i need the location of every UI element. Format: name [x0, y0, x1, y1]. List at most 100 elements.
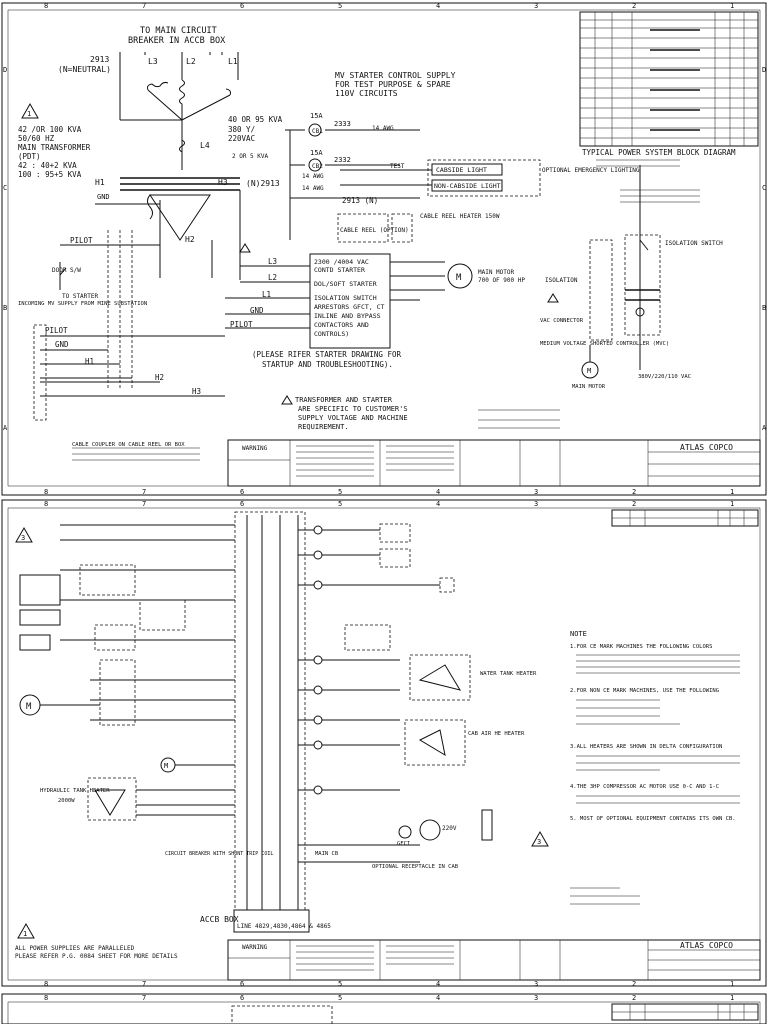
kva-note-2: 380 Y/: [228, 125, 255, 134]
border-num: 4: [436, 980, 440, 988]
border-num: 4: [436, 2, 440, 10]
compressor-motor-icon: M: [19, 694, 41, 716]
border-num: 2: [632, 2, 636, 10]
svg-text:3: 3: [537, 838, 541, 846]
mv-supply-1: MV STARTER CONTROL SUPPLY: [335, 71, 456, 80]
border-num: 5: [338, 500, 342, 508]
water-heater-icon: [409, 654, 471, 701]
svg-text:M: M: [456, 273, 462, 283]
to-starter: TO STARTER: [62, 293, 99, 300]
n-2913: (N)2913: [246, 179, 280, 188]
awg-14c: 14 AWG: [302, 185, 324, 192]
cab-heater-icon: [404, 719, 466, 766]
bd-medium-voltage: MEDIUM VOLTAGE SHORTED CONTROLLER (MVC): [540, 341, 669, 347]
bd-isolation-switch: ISOLATION SWITCH: [665, 240, 723, 247]
border-numbers-bottom-2: 8 7 6 5 4 3 2 1: [44, 980, 734, 988]
sheet-2: 8 7 6 5 4 3 2 1 8 7 6 5 4 3 2 1 3 ACCB B…: [1, 499, 767, 988]
block-diagram-title: TYPICAL POWER SYSTEM BLOCK DIAGRAM: [582, 148, 736, 157]
h2-top: H2: [185, 235, 195, 244]
gfci-label: GFCI: [397, 841, 410, 847]
svg-text:3: 3: [21, 534, 25, 542]
border-numbers-top: 8 7 6 5 4 3 2 1: [44, 2, 734, 10]
line-note: LINE 4829,4830,4864 & 4865: [237, 923, 331, 930]
starter-box-6: INLINE AND BYPASS: [314, 312, 381, 320]
starter-box-7: CONTACTORS AND: [314, 321, 369, 329]
v220-label: 220V: [442, 825, 457, 832]
border-letter: A: [762, 424, 767, 432]
refer-sheet: PLEASE REFER P.G. 0084 SHEET FOR MORE DE…: [15, 953, 178, 960]
amp-15a-2: 15A: [310, 149, 323, 157]
main-cb: MAIN CB: [315, 851, 339, 857]
hydraulic-heater-icon: [87, 777, 137, 821]
warning-triangle-icon: 1: [17, 922, 35, 939]
border-num: 6: [240, 994, 244, 1002]
note-5: 5. MOST OF OPTIONAL EQUIPMENT CONTAINS I…: [570, 816, 736, 822]
border-num: 7: [142, 980, 146, 988]
border-letter: A: [3, 424, 8, 432]
title-block: WARNING ATLAS COPCO: [227, 439, 761, 487]
main-motor-1: MAIN MOTOR: [478, 269, 515, 276]
cable-coupler: CABLE COUPLER ON CABLE REEL OR BOX: [72, 442, 185, 448]
border-num: 3: [534, 2, 538, 10]
border-num: 8: [44, 980, 48, 988]
warning-triangle-icon: 3: [531, 830, 549, 847]
receptacle-icon: [398, 819, 441, 841]
bd-isolation: ISOLATION: [545, 277, 578, 284]
border-num: 7: [142, 488, 146, 496]
border-num: 8: [44, 994, 48, 1002]
cb1: CB1: [312, 128, 323, 135]
warning-triangle-icon: [281, 395, 293, 405]
block-diagram: ISOLATION SWITCH ISOLATION VAC CONNECTOR…: [540, 165, 723, 390]
warning-triangle-icon: 3: [15, 526, 33, 543]
border-num: 1: [730, 2, 734, 10]
border-numbers-bottom: 8 7 6 5 4 3 2 1: [44, 488, 734, 496]
gnd-top: GND: [97, 193, 110, 201]
border-num: 5: [338, 994, 342, 1002]
wire-2333: 2333: [334, 120, 351, 128]
warning-triangle-icon: [547, 293, 559, 303]
amp-15a-1: 15A: [310, 112, 323, 120]
gnd-starter: GND: [250, 306, 264, 315]
border-num: 8: [44, 2, 48, 10]
phase-l3: L3: [148, 57, 158, 66]
h2-bottom: H2: [155, 373, 164, 382]
transformer-note-6: 100 : 95+5 KVA: [18, 170, 82, 179]
wire-2332: 2332: [334, 156, 351, 164]
h1-bottom: H1: [85, 357, 94, 366]
border-letter: B: [762, 304, 766, 312]
cable-reel: CABLE REEL (OPTION): [340, 227, 409, 234]
border-num: 8: [44, 488, 48, 496]
circuit-breaker-label: CIRCUIT BREAKER WITH SHUNT TRIP COIL: [165, 851, 273, 857]
border-num: 1: [730, 500, 734, 508]
cabside-light: CABSIDE LIGHT: [436, 166, 487, 174]
border-num: 3: [534, 994, 538, 1002]
border-num: 1: [730, 994, 734, 1002]
title-to-main-circuit: TO MAIN CIRCUIT: [140, 26, 217, 36]
border-num: 1: [730, 980, 734, 988]
awg-14b: 14 AWG: [302, 173, 324, 180]
svg-text:1: 1: [23, 930, 27, 938]
svg-text:M: M: [26, 702, 32, 712]
phase-l2: L2: [186, 57, 196, 66]
border-num: 3: [534, 980, 538, 988]
mv-supply-3: 110V CIRCUITS: [335, 89, 398, 98]
transformer-note-4: (PDT): [18, 152, 41, 161]
noncabside-light: NON-CABSIDE LIGHT: [434, 182, 501, 190]
transformer-note-1: 42 /OR 100 KVA: [18, 125, 82, 134]
title-block-2: WARNING ATLAS COPCO: [227, 939, 761, 981]
starter-box-1: 2300 /4004 VAC: [314, 258, 369, 266]
border-num: 7: [142, 500, 146, 508]
border-num: 1: [730, 488, 734, 496]
title-breaker-accb: BREAKER IN ACCB BOX: [128, 36, 226, 46]
water-tank-heater: WATER TANK HEATER: [480, 671, 537, 677]
l1-starter: L1: [262, 290, 271, 299]
border-numbers-top-2: 8 7 6 5 4 3 2 1: [44, 500, 734, 508]
company-label-2: ATLAS COPCO: [680, 941, 733, 950]
note-4: 4.THE 3HP COMPRESSOR AC MOTOR USE 0-C AN…: [570, 784, 719, 790]
cab-heater: CAB AIR HE HEATER: [468, 731, 525, 737]
n-2913b: 2913 (N): [342, 196, 378, 205]
border-letter: D: [762, 66, 766, 74]
border-num: 7: [142, 994, 146, 1002]
note-2: 2.FOR NON CE MARK MACHINES, USE THE FOLL…: [570, 688, 719, 694]
